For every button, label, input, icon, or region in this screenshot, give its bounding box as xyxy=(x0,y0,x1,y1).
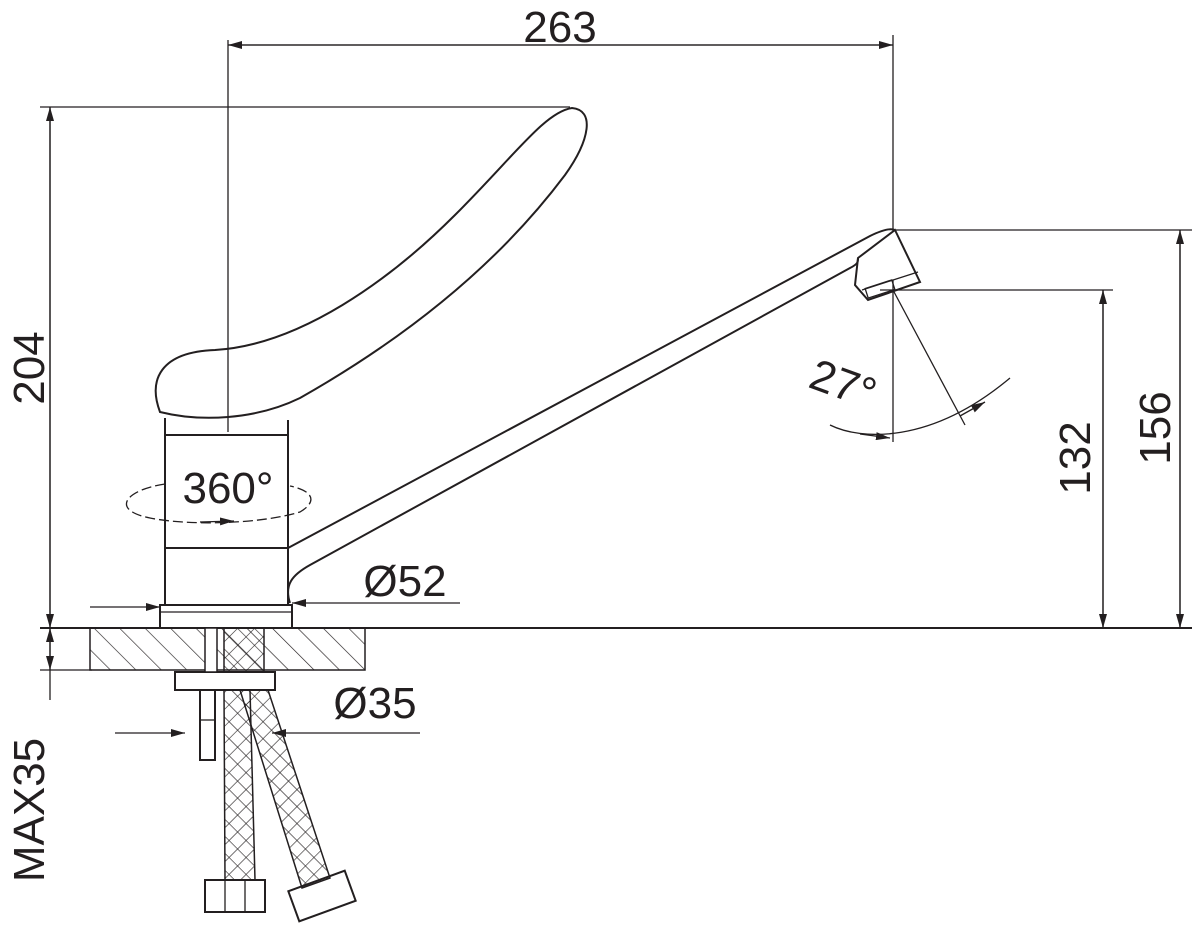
mounting-hardware xyxy=(174,627,276,761)
dimension-diameter-35: Ø35 xyxy=(115,679,420,737)
dimension-156: 156 xyxy=(895,229,1192,628)
label-360: 360° xyxy=(182,464,273,513)
label-max-35: MAX35 xyxy=(5,738,54,882)
dimension-diameter-52: Ø52 xyxy=(90,557,460,611)
spout xyxy=(287,228,922,604)
faucet-body xyxy=(159,418,293,629)
dimension-132: 132 xyxy=(880,289,1113,628)
label-132: 132 xyxy=(1051,421,1100,494)
label-diameter-52: Ø52 xyxy=(363,557,446,606)
hose-nut-left xyxy=(204,879,266,913)
lever-handle xyxy=(154,106,588,419)
label-27: 27° xyxy=(803,350,882,419)
dimension-263: 263 xyxy=(227,3,894,432)
hose-nut-right xyxy=(287,869,357,923)
label-156: 156 xyxy=(1131,391,1180,464)
dimension-204: 204 xyxy=(5,106,570,628)
dimension-max-35: MAX35 xyxy=(5,628,92,882)
rotation-indicator: 360° xyxy=(126,464,312,526)
label-263: 263 xyxy=(523,3,596,52)
label-diameter-35: Ø35 xyxy=(333,679,416,728)
label-204: 204 xyxy=(5,331,54,404)
angle-27: 27° xyxy=(803,280,1011,442)
supply-hoses xyxy=(204,689,357,923)
